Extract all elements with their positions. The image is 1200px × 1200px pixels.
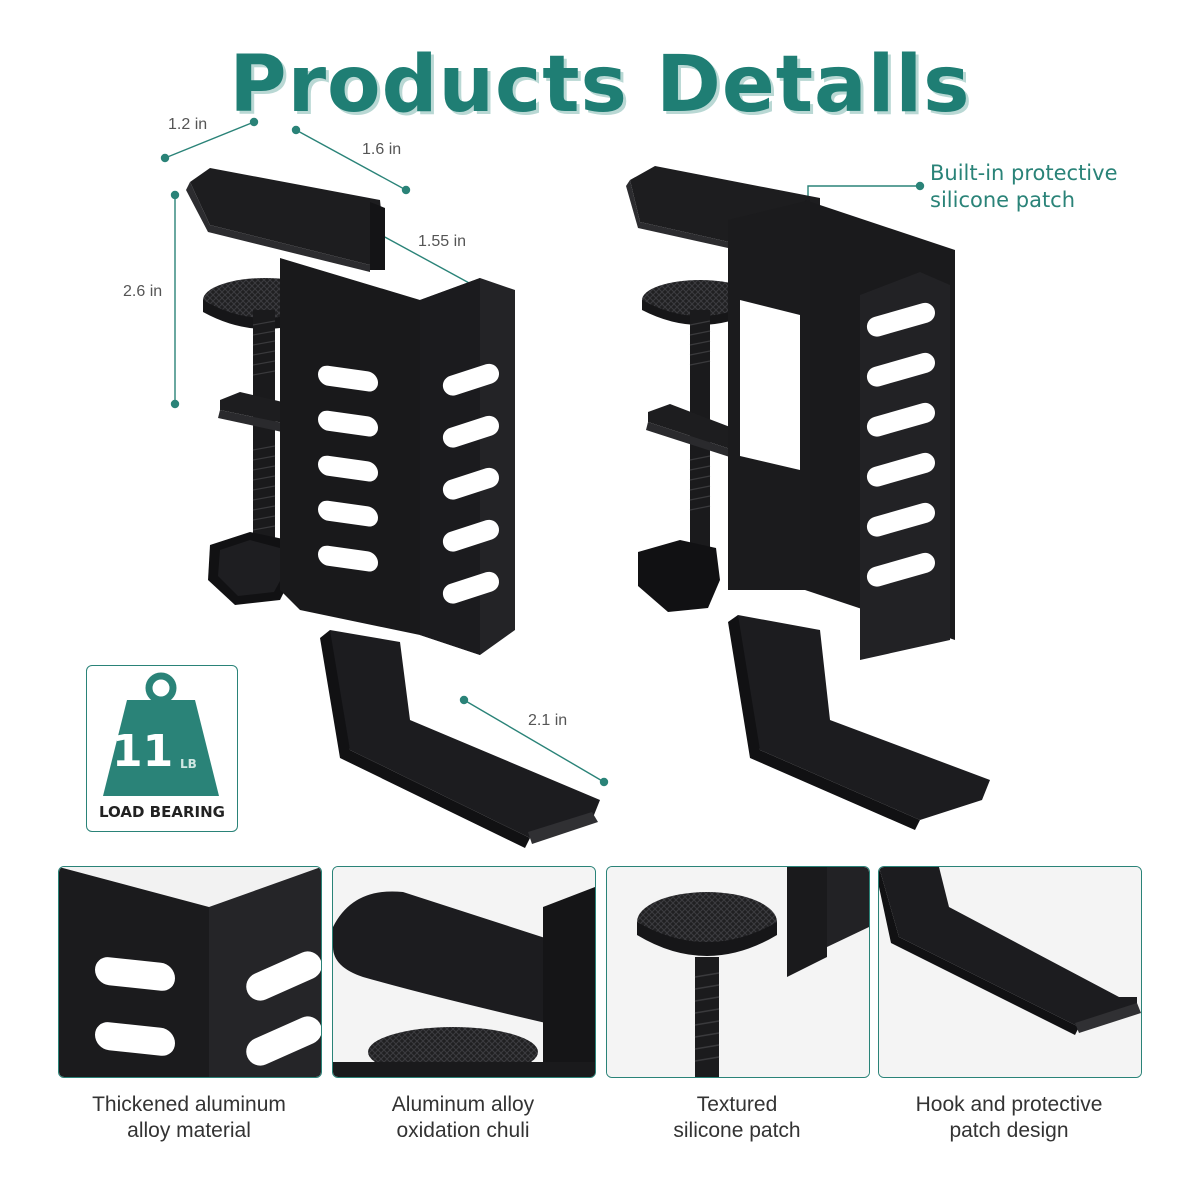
load-number: 11 — [112, 726, 174, 777]
detail-caption-2: Aluminum alloy oxidation chuli — [332, 1092, 594, 1144]
detail-caption-4-line-2: patch design — [949, 1119, 1069, 1142]
detail-caption-2-line-2: oxidation chuli — [396, 1119, 530, 1142]
load-bearing-badge — [86, 665, 238, 832]
page-title: Products Detalls — [229, 40, 971, 130]
detail-caption-1: Thickened aluminum alloy material — [58, 1092, 320, 1144]
detail-caption-4-line-1: Hook and protective — [915, 1093, 1103, 1116]
callout-line-1: Built-in protective — [930, 161, 1118, 185]
silicone-patch-callout: Built-in protective silicone patch — [930, 160, 1117, 214]
weight-icon — [103, 672, 219, 796]
detail-panel-hook — [878, 866, 1142, 1078]
detail-panel-knob — [606, 866, 870, 1078]
callout-line-2: silicone patch — [930, 188, 1076, 212]
dim-depth-top: 1.6 in — [362, 141, 402, 158]
dim-width-top: 1.2 in — [168, 116, 208, 133]
detail-caption-4: Hook and protective patch design — [878, 1092, 1140, 1144]
product-image-side — [626, 166, 990, 830]
product-image-front — [186, 168, 600, 848]
detail-caption-2-line-1: Aluminum alloy — [391, 1093, 535, 1116]
load-unit: LB — [180, 757, 197, 771]
detail-caption-1-line-1: Thickened aluminum — [92, 1093, 286, 1116]
dim-hook-length: 2.1 in — [528, 712, 568, 729]
detail-panel-clamp — [332, 866, 596, 1078]
detail-caption-3: Textured silicone patch — [606, 1092, 868, 1144]
detail-caption-3-line-1: Textured — [696, 1093, 778, 1116]
load-label: LOAD BEARING — [99, 803, 225, 821]
detail-caption-1-line-2: alloy material — [127, 1119, 251, 1142]
detail-caption-3-line-2: silicone patch — [673, 1119, 801, 1142]
detail-panel-slots — [58, 866, 322, 1078]
dim-inner-width: 1.55 in — [418, 233, 467, 250]
dim-height: 2.6 in — [123, 283, 163, 300]
